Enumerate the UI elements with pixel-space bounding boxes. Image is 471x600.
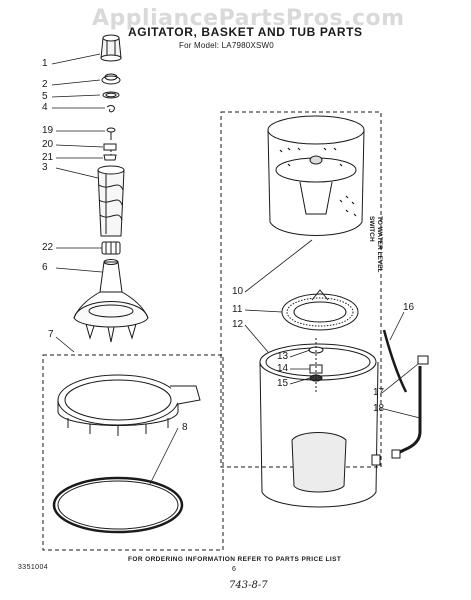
callout-18: 18 [373,403,385,414]
tub-gasket [52,476,184,534]
model-line: For Model: LA7980XSW0 [179,41,274,50]
water-level-switch-label: TO WATER LEVEL SWITCH [367,216,383,276]
callout-14: 14 [277,363,289,374]
callout-8: 8 [182,422,188,433]
callout-17: 17 [373,387,385,398]
pressure-hose [382,329,429,459]
callout-6: 6 [42,262,48,273]
callout-16: 16 [403,302,415,313]
callout-1: 1 [42,58,48,69]
part-2-cam [101,73,121,85]
watermark: AppliancePartsPros.com [92,6,405,31]
agitator-auger [97,165,125,237]
diagram-title: AGITATOR, BASKET AND TUB PARTS [128,25,363,39]
part-20-21-retainers [103,143,117,161]
part-4-clip [106,105,115,113]
outer-tub [259,343,381,508]
tub-ring [57,374,201,436]
part-19-bolt [106,127,116,140]
callout-3: 3 [42,162,48,173]
page-number: 6 [232,566,236,573]
ordering-note: FOR ORDERING INFORMATION REFER TO PARTS … [128,556,342,563]
callout-13: 13 [277,351,289,362]
wash-basket [267,115,365,236]
agitator-cap [100,34,122,62]
switch-label-line-2: SWITCH [368,216,375,242]
document-code: 3351004 [18,564,49,571]
callout-10: 10 [232,286,244,297]
callout-4: 4 [42,102,48,113]
callout-19: 19 [42,125,54,136]
callout-22: 22 [42,242,54,253]
callout-5: 5 [42,91,48,102]
part-5-ring [102,91,120,99]
callout-11: 11 [232,304,243,315]
callout-21: 21 [42,152,54,163]
leader-lines [51,53,421,485]
balance-ring [281,289,359,331]
agitator-base [73,259,149,343]
callout-7: 7 [48,329,54,340]
callout-20: 20 [42,139,54,150]
callout-12: 12 [232,319,244,330]
callout-2: 2 [42,79,48,90]
hub-parts [308,338,324,392]
handwritten-date-code: 743-8-7 [229,580,268,591]
callout-15: 15 [277,378,289,389]
part-22-spline [101,241,121,255]
switch-label-line-1: TO WATER LEVEL [376,216,383,273]
basket-dashed-outline [220,111,382,468]
tub-ring-box [42,354,224,551]
